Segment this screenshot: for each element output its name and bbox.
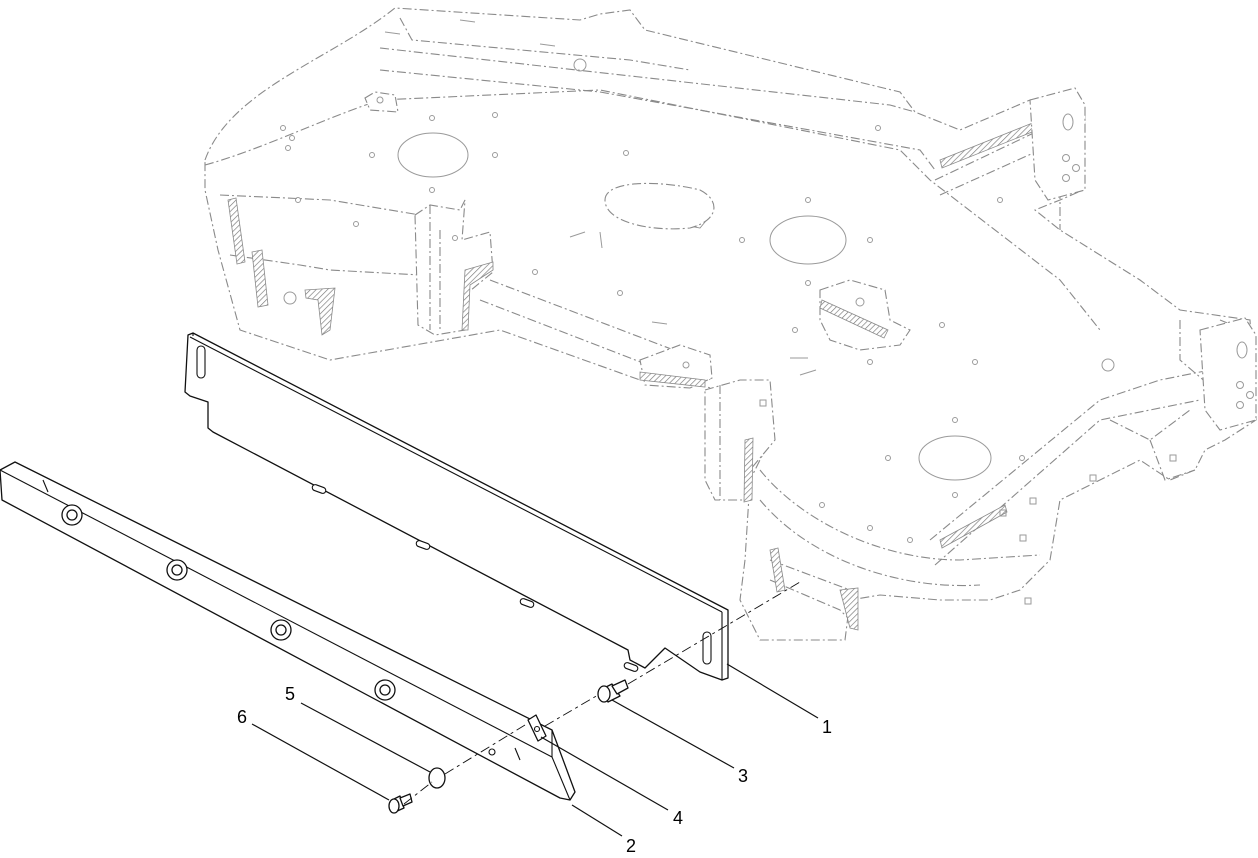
callout-6: 6 bbox=[237, 707, 247, 727]
clip-nut-4 bbox=[527, 714, 547, 742]
leader-6 bbox=[251, 723, 390, 801]
callout-2: 2 bbox=[626, 836, 636, 856]
deck-slot-marks bbox=[384, 19, 1177, 605]
leader-5 bbox=[300, 702, 431, 773]
leader-4 bbox=[540, 736, 669, 811]
callout-4: 4 bbox=[673, 808, 683, 828]
flange-bolt-3 bbox=[597, 679, 629, 703]
bumper-fasteners bbox=[61, 504, 396, 701]
washer-5 bbox=[428, 767, 446, 789]
callout-1: 1 bbox=[822, 717, 832, 737]
callout-labels: 1 2 3 4 5 6 bbox=[237, 684, 832, 856]
leader-lines bbox=[251, 663, 819, 837]
assembly-axis-line bbox=[403, 581, 801, 805]
leader-1 bbox=[726, 663, 819, 719]
mower-deck-outline bbox=[204, 7, 1257, 641]
callout-5: 5 bbox=[285, 684, 295, 704]
deck-small-holes bbox=[280, 112, 1025, 543]
callout-3: 3 bbox=[738, 766, 748, 786]
leader-3 bbox=[611, 699, 735, 769]
flange-bolt-6 bbox=[388, 793, 413, 814]
baffle-plate bbox=[184, 332, 729, 681]
leader-2 bbox=[571, 804, 623, 837]
bumper-bar bbox=[0, 461, 576, 801]
